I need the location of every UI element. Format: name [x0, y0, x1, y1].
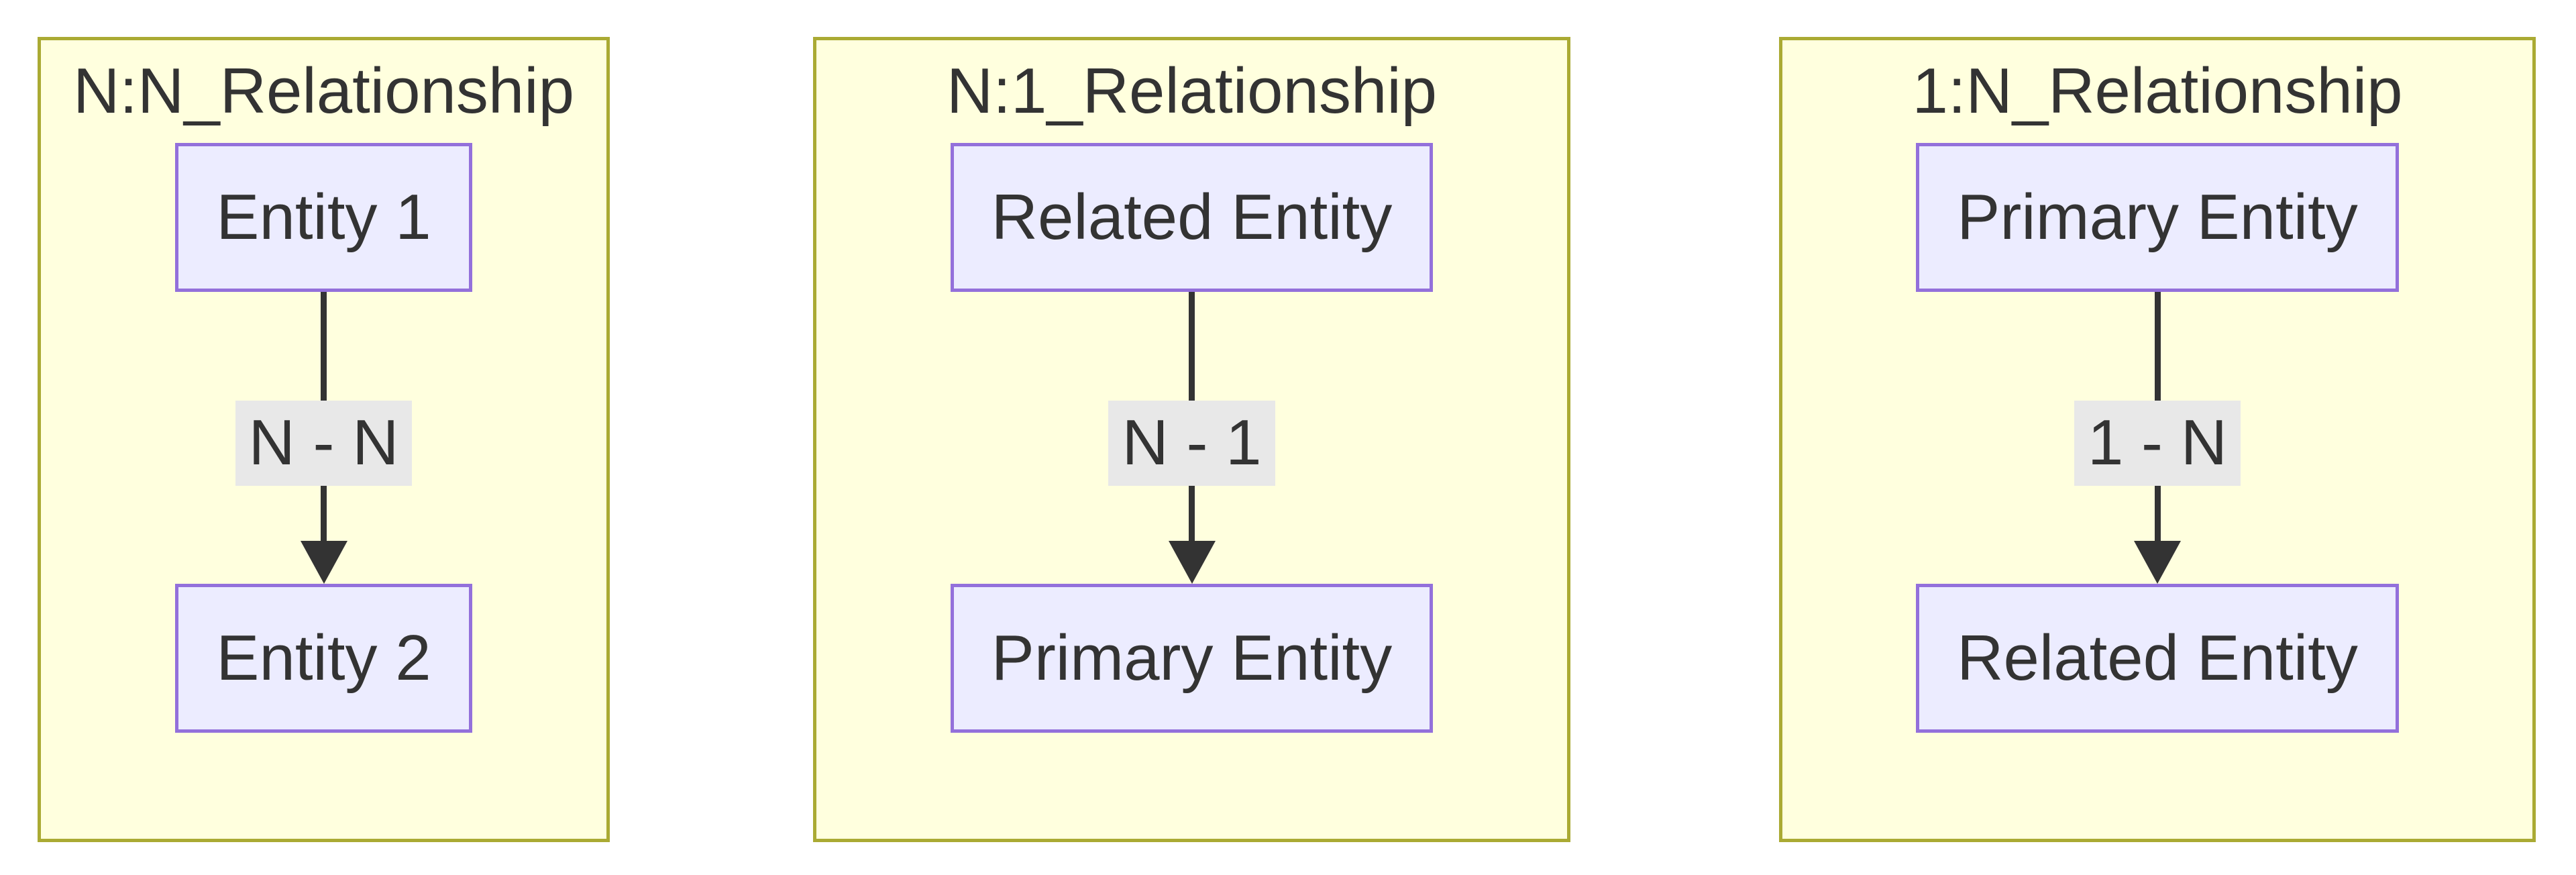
arrowhead-icon [1168, 540, 1216, 584]
subgraph-title: N:1_Relationship [946, 55, 1438, 127]
subgraph-n1-relationship: N:1_Relationship Related Entity N - 1 Pr… [813, 37, 1570, 842]
edge-label-1n: 1 - N [2074, 400, 2241, 486]
subgraph-title: N:N_Relationship [72, 55, 575, 127]
edge-1n: 1 - N [2074, 291, 2241, 584]
edge-label-nn: N - N [235, 400, 413, 486]
subgraph-nn-relationship: N:N_Relationship Entity 1 N - N Entity 2 [38, 37, 610, 842]
edge-line [1189, 291, 1195, 401]
node-entity-1: Entity 1 [175, 142, 472, 292]
arrowhead-icon [300, 540, 347, 584]
edge-nn: N - N [235, 291, 413, 584]
node-entity-2: Entity 2 [175, 583, 472, 733]
edge-label-n1: N - 1 [1108, 400, 1275, 486]
subgraph-title: 1:N_Relationship [1912, 55, 2403, 127]
node-related-entity: Related Entity [950, 142, 1434, 292]
edge-line [2154, 291, 2161, 401]
edge-line [321, 291, 327, 401]
arrowhead-icon [2134, 540, 2181, 584]
node-primary-entity: Primary Entity [950, 583, 1434, 733]
edge-n1: N - 1 [1108, 291, 1275, 584]
node-related-entity: Related Entity [1916, 583, 2399, 733]
subgraph-1n-relationship: 1:N_Relationship Primary Entity 1 - N Re… [1779, 37, 2536, 842]
edge-line [2154, 485, 2161, 541]
node-primary-entity: Primary Entity [1916, 142, 2399, 292]
edge-line [1189, 485, 1195, 541]
edge-line [321, 485, 327, 541]
